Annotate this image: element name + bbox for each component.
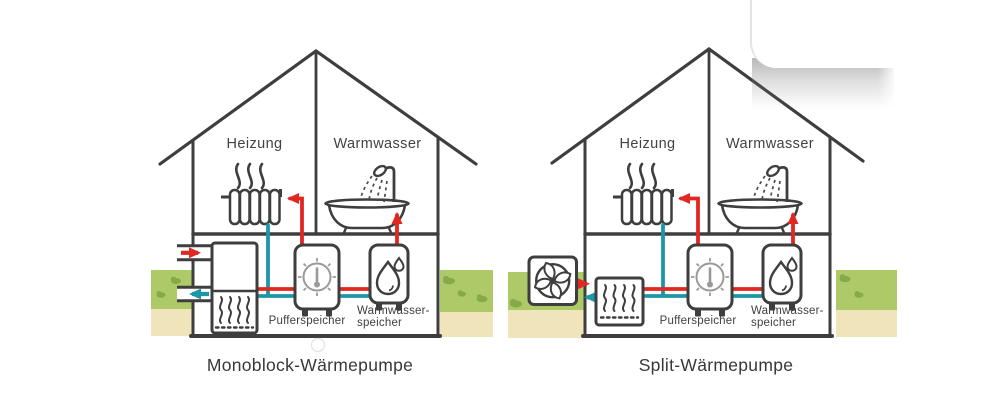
coil-icon [214,296,255,329]
room-label-hotwater-split: Warmwasser [725,136,815,152]
caption-split: Split-Wärmepumpe [638,355,794,375]
radiator-icon [613,162,674,226]
room-label-hotwater-monoblock: Warmwasser [333,136,422,152]
water-drop-icon [768,256,798,296]
gauge-icon [691,258,729,296]
heat-waves-icon [627,162,657,190]
hot-water-tank-label-line1: Warmwasser- [357,305,430,317]
hot-water-tank-label-line1: Warmwasser- [751,305,824,317]
buffer-tank [686,243,734,317]
hot-water-tank [368,243,410,311]
bathtub-shower-icon [717,164,803,236]
room-label-heating-split: Heizung [619,136,676,152]
page-curl-shadow-fade [878,56,900,114]
bathtub-shower-icon [324,164,410,236]
shower-spray-icon [360,175,388,203]
caption-monoblock: Monoblock-Wärmepumpe [206,355,414,375]
indoor-unit [594,276,645,327]
hot-water-tank-label-split: Warmwasser- speicher [751,305,831,329]
duct-lines [177,244,212,303]
hot-water-tank-label-line2: speicher [357,316,403,329]
radiator-icon [221,162,282,226]
coil-icon [599,284,640,319]
hot-water-tank [761,243,803,311]
water-drop-icon [375,256,405,296]
buffer-tank-label-monoblock: Pufferspeicher [268,315,346,327]
shower-spray-icon [753,175,781,203]
gauge-icon [298,258,336,296]
heat-waves-icon [235,162,265,190]
fan-icon [533,261,572,300]
watermark [310,337,326,353]
buffer-tank [293,243,341,317]
buffer-tank-label-split: Pufferspeicher [659,315,737,327]
bush-icons [156,274,864,308]
page-curl-corner [750,0,1000,68]
hot-water-tank-label-monoblock: Warmwasser- speicher [357,305,437,329]
room-label-heating-monoblock: Heizung [226,136,283,152]
monoblock-unit [177,241,259,335]
outdoor-unit [527,255,596,306]
hot-water-tank-label-line2: speicher [751,316,797,329]
